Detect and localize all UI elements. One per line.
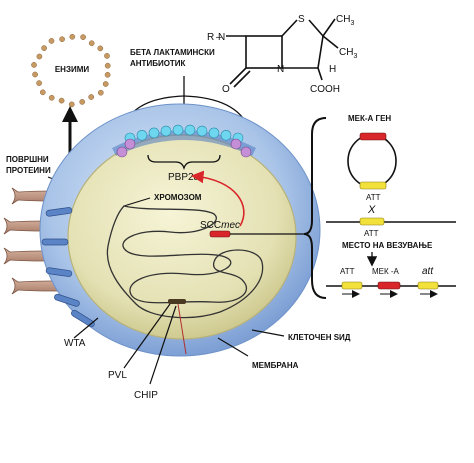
wta-bar [45,207,73,217]
enzyme-dot [41,45,47,51]
wta-bar [45,267,73,277]
enzyme-dot [79,99,86,105]
pbp-cyan-ball [184,124,196,136]
bottom-pointers [73,303,285,385]
meca-gene-label: МЕК-А ГЕН [348,114,391,123]
crossover-x: X [367,204,376,216]
molecule-ch3-top: CH3 [336,14,354,27]
chip-label: CHIP [134,390,158,401]
beta-lactam-label-line1: БЕТА ЛАКТАМИНСКИ [130,48,215,57]
molecule-ch3-bottom: CH3 [339,47,357,60]
molecule-s: S [298,14,305,25]
molecule-n-ring: N [277,64,284,75]
plasmid-att-gene [359,181,387,190]
pbp-purple-ball [116,146,128,158]
pbp-cyan-ball [208,127,220,139]
enzyme-dot [104,71,111,78]
sccmec-label: SCCmec [200,220,240,231]
wta-label: WTA [64,338,86,349]
result-meca-gene [377,281,401,290]
enzyme-dot [32,71,38,78]
beta-lactam-structure [226,18,339,88]
enzyme-dot [48,38,55,44]
enzyme-dot [69,33,76,40]
molecule-h: H [329,64,336,75]
wta-bar [71,309,95,328]
sccmec-gene-block [209,230,231,238]
bottom-line-1 [177,303,187,355]
pbp-purple-ball [124,138,136,150]
wta-bars [41,207,95,328]
pvl-label: PVL [108,370,127,381]
sccmec-to-pbp2a-arrow [190,170,245,227]
beta-lactam-label-line2: АНТИБИОТИК [130,59,186,68]
enzyme-dot [102,81,109,87]
enzyme-dot [97,45,104,52]
result-att-right-gene [417,281,439,290]
chromosome [106,205,264,319]
enzyme-dot [88,94,95,100]
wta-bar [54,293,80,307]
result-att-left-gene [341,281,363,290]
surface-proteins-label-line2: ПРОТЕИНИ [6,166,51,175]
enzyme-dot [59,36,65,43]
result-meca-label: МЕК -А [372,267,400,276]
pbp-purple-ball [230,138,242,150]
plasmid-circle [347,134,397,188]
enzyme-ring [31,33,111,108]
enzyme-dot [68,101,75,108]
mec-panel-bracket [303,117,327,299]
pbp-cyan-ball [196,125,208,137]
enzyme-dot [104,62,111,69]
enzyme-dot [48,94,55,101]
enzyme-dot [31,62,37,68]
chromosome-label: ХРОМОЗОМ [154,193,202,202]
enzyme-dot [58,97,65,104]
enzyme-dot [80,34,86,40]
plasmid-meca-gene [359,132,387,141]
result-att-left-label: ATT [340,267,355,276]
pbp-cyan-ball [136,130,148,141]
chromosome-att-label: ATT [364,229,379,238]
membrane-label: МЕМБРАНА [252,361,299,370]
enzyme-dot [97,89,104,96]
enzyme-dot [36,80,42,86]
surface-proteins-label-line1: ПОВРШНИ [6,155,49,164]
molecule-dash: – [216,32,222,43]
chromosome-marker [168,299,186,304]
pbp2a-label: PBP2a [168,172,200,183]
pbp2a-bracket [147,154,221,171]
molecule-r: R [207,32,214,43]
enzyme-dot [39,89,46,96]
pbp-cyan-ball [172,124,184,136]
enzyme-dot [36,53,43,60]
enzyme-dot [104,53,110,59]
cell-wall-label: КЛЕТОЧЕН ЅИД [288,333,351,342]
molecule-cooh: COOH [310,84,340,95]
cytoplasm [67,134,297,340]
molecule-o: O [222,84,230,95]
pbp-purple-ball [240,146,252,158]
molecule-n-amide: N [218,32,225,43]
insertion-site-label: МЕСТО НА ВЕЗУВАЊЕ [342,241,433,250]
pbp-cluster [112,124,256,158]
result-att-right-label: att [422,266,434,277]
pbp-cyan-ball [220,130,232,141]
pbp-cyan-ball [160,125,172,137]
wta-bar [41,238,69,246]
chromosome-att-gene [359,217,385,226]
pbp-cyan-ball [148,127,160,139]
enzyme-dot [88,40,95,47]
enzymes-label: ЕНЗИМИ [55,65,90,74]
chromosome-pointer [123,197,151,207]
plasmid-att-label: ATT [366,193,381,202]
